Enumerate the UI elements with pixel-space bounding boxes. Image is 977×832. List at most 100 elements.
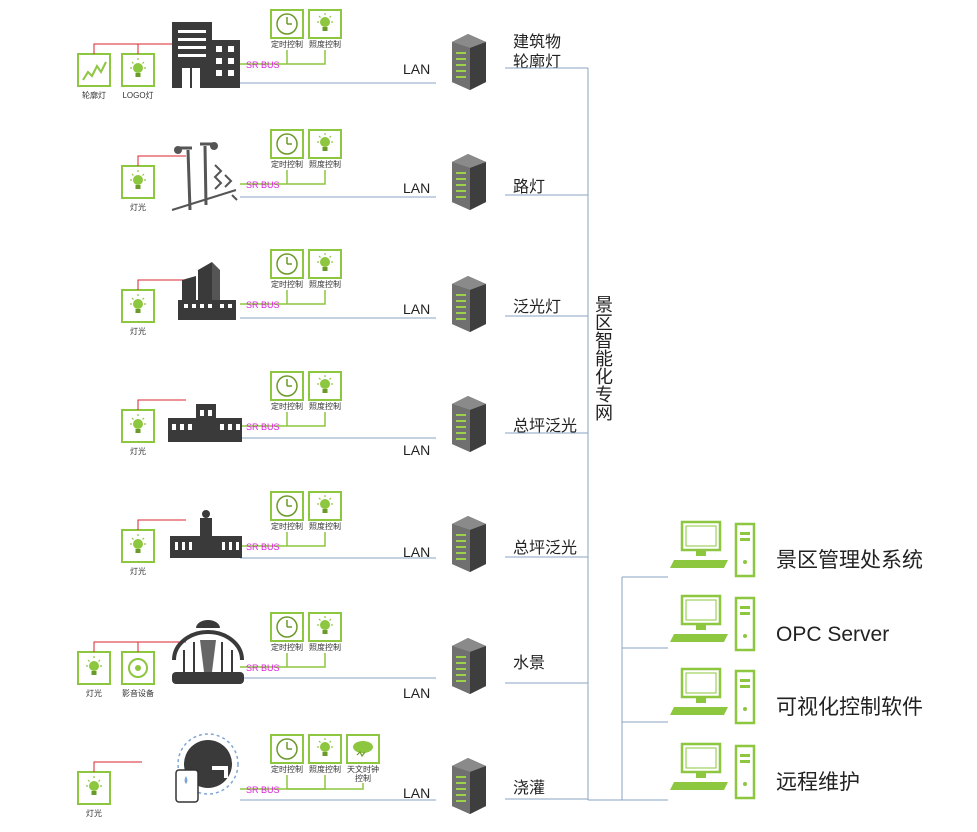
astro-clock-label-1: 天文时钟 [347, 764, 379, 774]
lan-label: LAN [403, 180, 430, 196]
sr-bus-label: SR BUS [246, 60, 280, 70]
fountain-icon [172, 620, 244, 684]
sr-bus-label: SR BUS [246, 180, 280, 190]
office-building-icon [172, 22, 240, 88]
sensor-1: 灯光 [121, 399, 186, 456]
row-4: 定时控制照度控制SR BUSLAN总坪泛光灯光 [121, 371, 588, 458]
lan-label: LAN [403, 685, 430, 701]
device-name-line2: 轮廓灯 [513, 53, 561, 71]
lux-control-label: 照度控制 [309, 521, 341, 531]
sensor-1: 轮廓灯 [77, 43, 186, 100]
workstation-4: 远程维护 [668, 742, 860, 800]
timer-control-icon [270, 129, 304, 159]
sensor-1: 灯光 [77, 641, 186, 698]
workstation-label: 可视化控制软件 [776, 696, 923, 719]
lux-control-icon [308, 612, 342, 642]
sensor-1: 灯光 [121, 519, 186, 576]
timer-control-icon [270, 491, 304, 521]
sensor-label: 灯光 [130, 326, 146, 336]
lux-control-label: 照度控制 [309, 159, 341, 169]
astro-clock-icon [346, 734, 380, 764]
timer-control-label: 定时控制 [271, 39, 303, 49]
lan-label: LAN [403, 785, 430, 801]
lux-control-icon [308, 129, 342, 159]
lux-control-icon [308, 9, 342, 39]
server-icon [452, 516, 486, 572]
server-icon [452, 276, 486, 332]
sensor-label: 影音设备 [122, 688, 154, 698]
row-6: 定时控制照度控制 SR BUS LAN 水景灯光 影音设备 [77, 612, 588, 701]
sensor-2: 影音设备 [121, 641, 186, 698]
timer-control-icon [270, 612, 304, 642]
lux-control-label: 照度控制 [309, 642, 341, 652]
lux-control-icon [308, 491, 342, 521]
clock-tower-building-icon [170, 510, 242, 558]
lux-control-label: 照度控制 [309, 401, 341, 411]
lan-label: LAN [403, 442, 430, 458]
sensor-label: 灯光 [130, 566, 146, 576]
sensor-label: 轮廓灯 [82, 90, 106, 100]
lan-label: LAN [403, 544, 430, 560]
timer-control-label: 定时控制 [271, 642, 303, 652]
device-name: 水景 [513, 654, 545, 672]
sr-bus-label: SR BUS [246, 422, 280, 432]
workstation-3: 可视化控制软件 [668, 667, 923, 725]
sensor-label: 灯光 [130, 202, 146, 212]
server-icon [452, 758, 486, 814]
sensor-1: 灯光 [121, 279, 186, 336]
network-label: 景区智能化专网 [593, 295, 613, 421]
timer-control-label: 定时控制 [271, 159, 303, 169]
lux-control-label: 照度控制 [309, 279, 341, 289]
timer-control-icon [270, 9, 304, 39]
workstation-label: 远程维护 [776, 771, 860, 794]
sr-bus-label: SR BUS [246, 785, 280, 795]
device-name-line1: 建筑物 [513, 33, 561, 51]
device-name: 泛光灯 [513, 298, 561, 316]
computer-icon [668, 520, 756, 578]
row-2: 定时控制照度控制 SR BUS LAN 路灯灯光 [121, 129, 588, 212]
device-name: 总坪泛光 [513, 539, 577, 557]
workstation-label: OPC Server [776, 623, 889, 646]
server-icon [452, 154, 486, 210]
campus-building-icon [168, 404, 242, 442]
timer-control-label: 定时控制 [271, 279, 303, 289]
lux-control-icon [308, 734, 342, 764]
workstation-1: 景区管理处系统 [668, 520, 923, 578]
sensor-1: 灯光 [121, 155, 186, 212]
timer-control-icon [270, 734, 304, 764]
sensor-label: 灯光 [86, 808, 102, 818]
sensor-label: LOGO灯 [122, 90, 153, 100]
device-name: 路灯 [513, 178, 545, 196]
street-lamp-icon [171, 142, 238, 211]
computer-icon [668, 667, 756, 725]
sr-bus-label: SR BUS [246, 542, 280, 552]
lan-label: LAN [403, 301, 430, 317]
irrigation-icon [175, 733, 239, 803]
sensor-label: 灯光 [130, 446, 146, 456]
sensor-label: 灯光 [86, 688, 102, 698]
computer-icon [668, 594, 756, 652]
timer-control-icon [270, 249, 304, 279]
tower-building-icon [178, 262, 236, 320]
lux-control-label: 照度控制 [309, 764, 341, 774]
timer-control-label: 定时控制 [271, 521, 303, 531]
timer-control-icon [270, 371, 304, 401]
lan-label: LAN [403, 61, 430, 77]
astro-clock-label-2: 控制 [355, 773, 371, 783]
lux-control-icon [308, 249, 342, 279]
sensor-2: LOGO灯 [121, 43, 186, 100]
row-5: 定时控制照度控制 SR BUS LAN 总坪泛光灯光 [121, 491, 588, 576]
workstation-2: OPC Server [668, 594, 889, 652]
device-name: 总坪泛光 [513, 417, 577, 435]
server-icon [452, 34, 486, 90]
timer-control-label: 定时控制 [271, 764, 303, 774]
sr-bus-label: SR BUS [246, 663, 280, 673]
workstation-label: 景区管理处系统 [776, 549, 923, 572]
server-icon [452, 396, 486, 452]
